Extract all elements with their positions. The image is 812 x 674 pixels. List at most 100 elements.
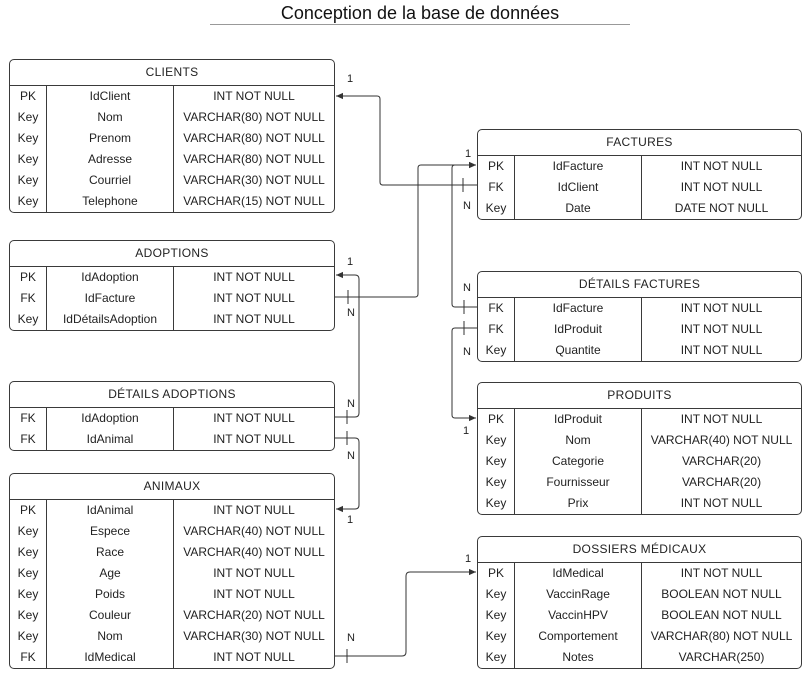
key-cell: Key (10, 128, 47, 149)
key-cell: Key (10, 563, 47, 584)
field-cell: Nom (515, 430, 642, 451)
connector-detadopt-adoptions (335, 271, 360, 418)
key-cell: Key (10, 107, 47, 128)
type-cell: INT NOT NULL (680, 343, 763, 357)
field-cell: VaccinRage (515, 584, 642, 605)
type-cell: VARCHAR(40) NOT NULL (183, 545, 325, 559)
type-cell: BOOLEAN NOT NULL (661, 608, 782, 622)
type-cell: INT NOT NULL (213, 503, 295, 517)
cardinality-label: 1 (347, 514, 354, 526)
type-cell: VARCHAR(80) NOT NULL (183, 110, 325, 124)
field-cell: IdClient (515, 177, 642, 198)
type-cell: INT NOT NULL (213, 432, 295, 446)
type-cell: VARCHAR(30) NOT NULL (183, 629, 325, 643)
key-cell: PK (10, 500, 47, 521)
title-underline (210, 24, 630, 25)
entity-title: DÉTAILS ADOPTIONS (10, 382, 334, 408)
cardinality-label: 1 (347, 73, 354, 85)
field-cell: Nom (47, 107, 174, 128)
key-cell: Key (478, 472, 515, 493)
key-cell: Key (478, 451, 515, 472)
cardinality-label: 1 (347, 256, 354, 268)
type-cell: INT NOT NULL (680, 322, 763, 336)
key-cell: Key (10, 584, 47, 605)
key-cell: FK (10, 429, 47, 450)
type-cell: INT NOT NULL (213, 312, 295, 326)
key-cell: Key (478, 340, 515, 361)
key-cell: FK (478, 177, 515, 198)
key-cell: Key (478, 198, 515, 219)
type-cell: VARCHAR(80) NOT NULL (183, 152, 325, 166)
type-cell: VARCHAR(20) (681, 475, 762, 489)
key-cell: Key (478, 430, 515, 451)
field-cell: Adresse (47, 149, 174, 170)
type-cell: VARCHAR(20) NOT NULL (183, 608, 325, 622)
field-cell: IdMedical (515, 563, 642, 584)
entity-title: CLIENTS (10, 60, 334, 86)
type-cell: INT NOT NULL (213, 411, 295, 425)
key-cell: Key (10, 605, 47, 626)
field-cell: IdAnimal (47, 500, 174, 521)
field-cell: IdAdoption (47, 267, 174, 288)
key-cell: FK (478, 319, 515, 340)
key-cell: Key (10, 521, 47, 542)
cardinality-label: 1 (465, 148, 472, 160)
field-cell: Comportement (515, 626, 642, 647)
connector-detfact-produits (451, 327, 478, 422)
field-cell: IdProduit (515, 319, 642, 340)
entity-title: DÉTAILS FACTURES (478, 272, 801, 298)
type-cell: INT NOT NULL (213, 566, 295, 580)
field-cell: Fournisseur (515, 472, 642, 493)
field-cell: Espece (47, 521, 174, 542)
cardinality-label: N (347, 450, 355, 462)
connector-detadopt-animaux (335, 437, 360, 513)
type-cell: INT NOT NULL (213, 291, 295, 305)
cardinality-label: N (347, 632, 355, 644)
field-cell: Couleur (47, 605, 174, 626)
field-cell: IdDétailsAdoption (47, 309, 174, 330)
entity-title: FACTURES (478, 130, 801, 156)
field-cell: Prenom (47, 128, 174, 149)
field-cell: Telephone (47, 191, 174, 212)
type-cell: INT NOT NULL (213, 89, 295, 103)
field-cell: Prix (515, 493, 642, 514)
type-cell: VARCHAR(80) NOT NULL (183, 131, 325, 145)
key-cell: Key (478, 584, 515, 605)
field-cell: IdFacture (47, 288, 174, 309)
type-cell: INT NOT NULL (680, 159, 763, 173)
field-cell: Quantite (515, 340, 642, 361)
type-cell: INT NOT NULL (680, 301, 763, 315)
key-cell: PK (478, 409, 515, 430)
key-cell: Key (10, 149, 47, 170)
field-cell: IdAnimal (47, 429, 174, 450)
key-cell: Key (10, 309, 47, 330)
field-cell: Notes (515, 647, 642, 668)
field-cell: IdFacture (515, 298, 642, 319)
type-cell: INT NOT NULL (680, 180, 763, 194)
field-cell: Age (47, 563, 174, 584)
field-cell: Date (515, 198, 642, 219)
